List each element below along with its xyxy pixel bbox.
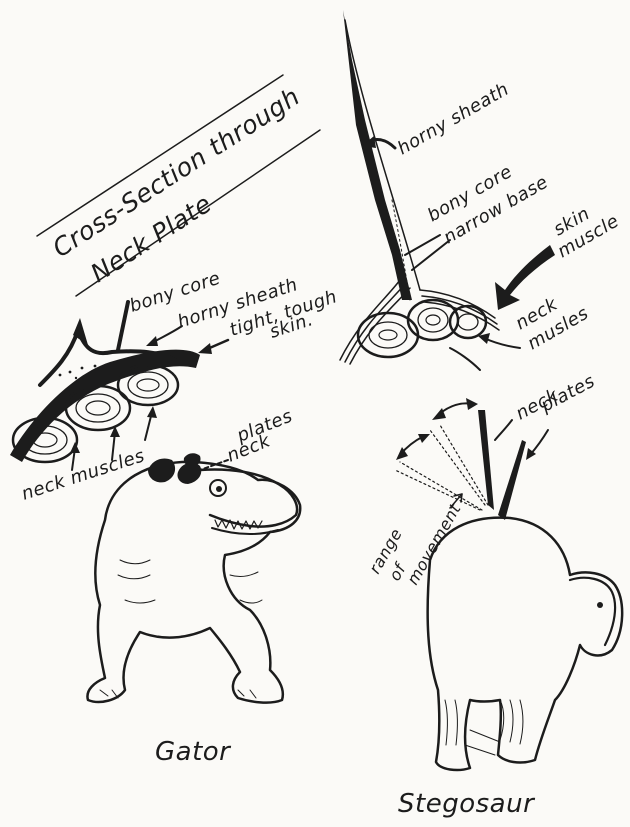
stegosaur-plate-1 [478,410,494,510]
stegosaur-figure: neck plates range of movement Stegosaur [365,371,622,819]
stegosaur-caption: Stegosaur [398,789,536,819]
label-horny-sheath-right: horny sheath [394,79,513,160]
title-block: Cross-Section through Neck Plate [37,75,320,296]
gator-neck-plate-3 [184,453,201,466]
right-arrow-neck-muscles [484,338,520,348]
stegosaur-label-movement: movement [403,500,465,588]
stegosaur-head [570,578,615,645]
stegosaur-label-plates: plates [537,371,599,417]
gator-body-outline [87,462,300,703]
right-arrow-narrow-base [412,240,450,270]
right-arrow-lower [450,348,480,370]
gator-neck-plate-1 [148,458,175,482]
stegosaur-arrow-plate-1 [495,420,512,440]
gator-jaw [212,528,278,534]
label-neck-muscles-left: neck muscles [19,445,147,505]
stegosaur-texture [445,700,523,755]
gator-caption: Gator [155,737,232,767]
title-rule-top [37,75,283,236]
left-skin-band [10,350,200,462]
right-neck-muscles [358,300,486,357]
right-cross-section: horny sheath bony core narrow base skin … [340,10,623,370]
stegosaur-plate-2 [498,440,526,520]
gator-neck-plate-2 [177,463,201,484]
left-arrow-bony-core [118,302,128,350]
gator-head [200,470,297,527]
stegosaur-eye [597,602,603,608]
stegosaur-arrow-plate-2 [530,430,548,455]
stegosaur-range-lines [395,425,488,510]
